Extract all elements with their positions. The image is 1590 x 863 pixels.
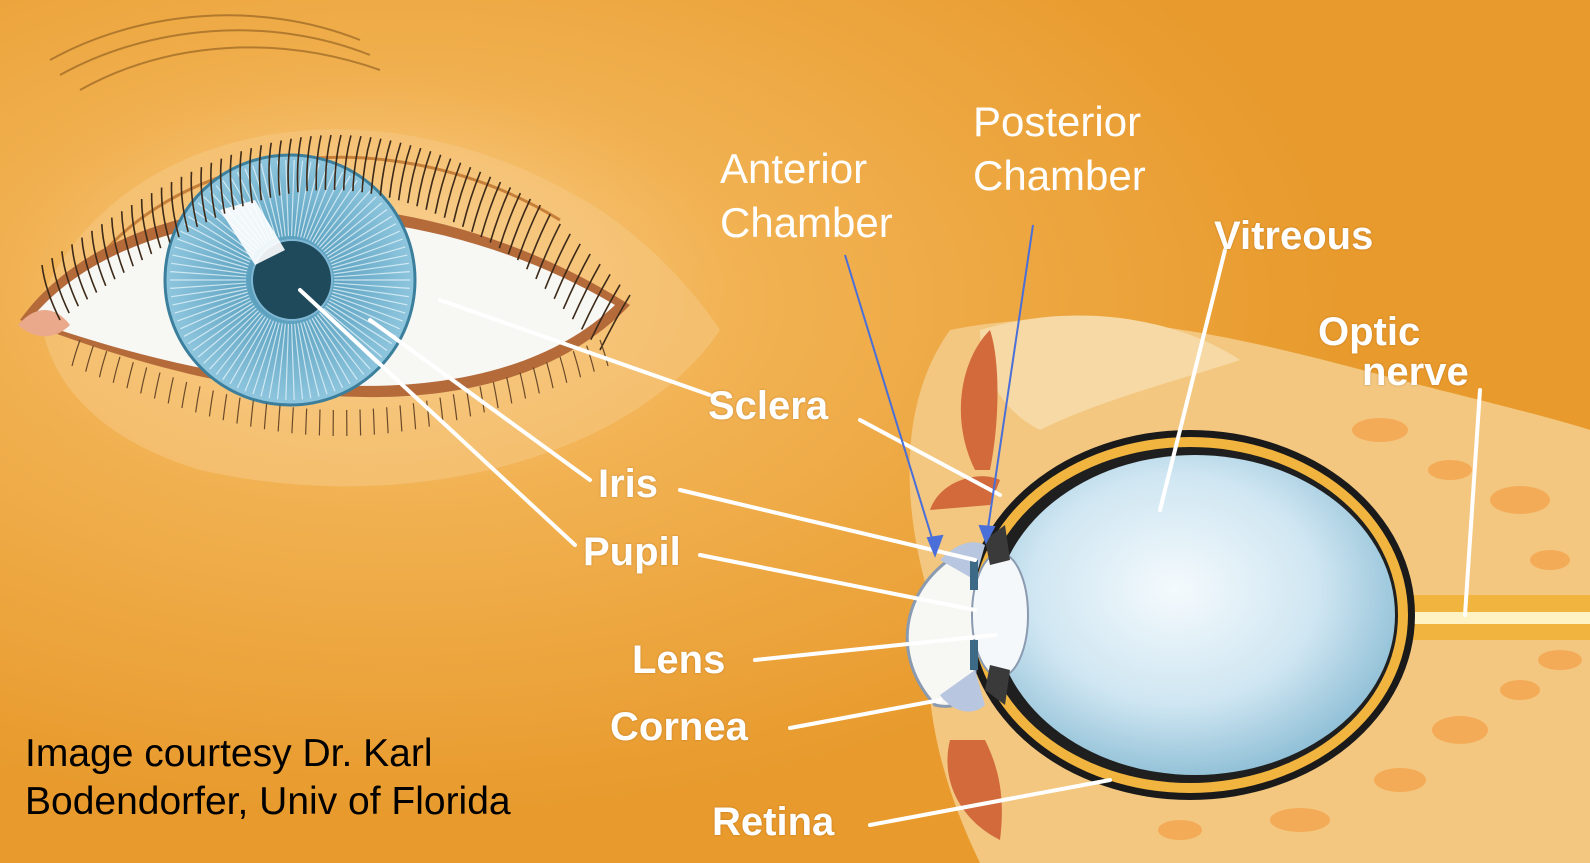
optic-nerve-label-line-2: nerve — [1318, 352, 1469, 392]
anterior-chamber-label-line-2: Chamber — [720, 196, 893, 250]
retina-label: Retina — [712, 800, 834, 845]
iris-label: Iris — [598, 462, 658, 507]
image-credit-line-2: Bodendorfer, Univ of Florida — [25, 778, 511, 826]
vitreous-label: Vitreous — [1214, 214, 1373, 259]
posterior-chamber-label-line-1: Posterior — [973, 95, 1146, 149]
anterior-chamber-label: Anterior Chamber — [720, 142, 893, 250]
anterior-chamber-label-line-1: Anterior — [720, 142, 893, 196]
cornea-label: Cornea — [610, 705, 748, 750]
image-credit: Image courtesy Dr. Karl Bodendorfer, Uni… — [25, 730, 511, 826]
lens-label: Lens — [632, 638, 725, 683]
pupil-label: Pupil — [583, 530, 681, 575]
optic-nerve-label: Optic nerve — [1318, 312, 1469, 392]
posterior-chamber-label-line-2: Chamber — [973, 149, 1146, 203]
optic-nerve-label-line-1: Optic — [1318, 312, 1469, 352]
posterior-chamber-label: Posterior Chamber — [973, 95, 1146, 203]
sclera-label: Sclera — [708, 384, 828, 429]
image-credit-line-1: Image courtesy Dr. Karl — [25, 730, 511, 778]
